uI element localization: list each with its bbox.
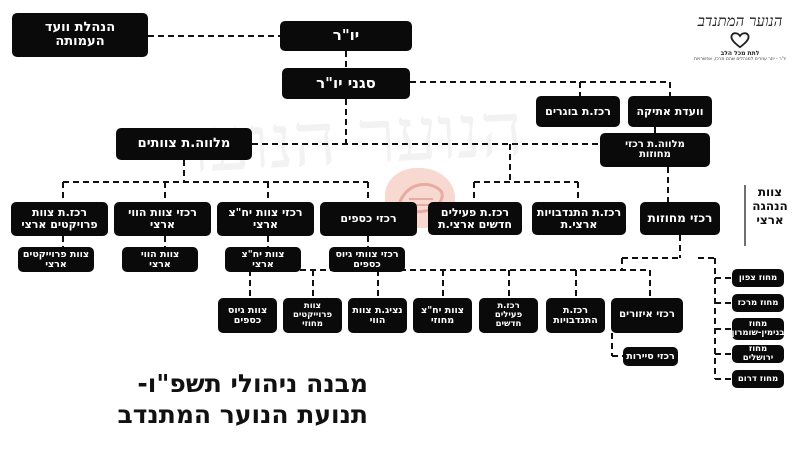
district-yahatz-team-node: צוות יח"צ מחוזי xyxy=(413,298,472,333)
national-projects-coordinator-node: רכז.ת צוות פרויקטים ארצי xyxy=(11,202,108,236)
district-north-node: מחוז צפון xyxy=(732,269,784,287)
national-howi-coordinator-node: רכזי צוות הווי ארצי xyxy=(114,202,211,236)
chair-node: יו"ר xyxy=(280,21,412,51)
national-leadership-team-label: צוות הנהגה ארצי xyxy=(752,185,788,227)
district-jerusalem-node: מחוז ירושלים xyxy=(732,345,784,363)
area-coordinators-node: רכזי איזורים xyxy=(611,298,683,333)
background-watermark: הנוער הנוער xyxy=(191,86,526,191)
page-title-line-1: מבנה ניהולי תשפ"ו- xyxy=(137,369,368,398)
national-yahatz-coordinator-node: רכזי צוות יח"צ ארצי xyxy=(217,202,314,236)
national-yahatz-team-node: צוות יח"צ ארצי xyxy=(225,247,301,272)
ethics-committee-node: וועדת אתיקה xyxy=(628,96,712,127)
logo: הנוער המתנדב לתת מכל הלב יו"ר - יוזר עוז… xyxy=(690,12,790,62)
graduates-coordinator-node: רכז.ת בוגרים xyxy=(536,96,620,127)
volunteering-coordinator-node: רכז.ת התנדבויות xyxy=(546,298,605,333)
district-coordinators-node: רכזי מחוזות xyxy=(640,202,720,235)
district-coordinators-companion-node: מלווה.ת רכזי מחוזות xyxy=(600,133,710,167)
national-howi-team-node: צוות הווי ארצי xyxy=(122,247,198,272)
page-title: מבנה ניהולי תשפ"ו- תנועת הנוער המתנדב xyxy=(8,369,368,430)
fundraising-coordinators-node: רכזי צוותי גיוס כספים xyxy=(329,247,405,272)
national-projects-team-node: צוות פרוייקטים ארצי xyxy=(18,247,94,272)
new-activists-coordinator-node: רכז.ת פעילים חדשים ארצי.ת xyxy=(428,202,522,235)
page-title-line-2: תנועת הנוער המתנדב xyxy=(117,399,368,429)
logo-subtext: יו"ר - יוזר עוזרים למנהלים שהם מרכז, אפש… xyxy=(694,57,786,62)
new-activists-district-coordinator-node: רכז.ת פעילים חדשים xyxy=(479,298,538,333)
heart-icon xyxy=(730,32,750,49)
district-center-node: מחוז מרכז xyxy=(732,294,784,312)
howi-representative-node: נציג.ת צוות הווי xyxy=(348,298,407,333)
district-projects-team-node: צוות פרוייקטים מחוזי xyxy=(283,298,342,333)
fundraising-team-node: צוות גיוס כספים xyxy=(218,298,277,333)
teams-companion-node: מלווה.ת צוותים xyxy=(116,128,252,160)
branch-coordinators-node: רכזי סיירות xyxy=(623,347,678,366)
board-node: הנהלת וועד העמותה xyxy=(12,13,148,57)
district-binyamin-shomron-node: מחוז בנימין-שומרון xyxy=(731,318,785,340)
logo-name: הנוער המתנדב xyxy=(697,12,783,30)
vice-chair-node: סגני יו"ר xyxy=(282,68,410,99)
logo-tagline: לתת מכל הלב xyxy=(720,50,760,57)
district-south-node: מחוז דרום xyxy=(732,370,784,388)
national-volunteering-coordinator-node: רכז.ת התנדבויות ארצי.ת xyxy=(532,202,626,235)
finance-coordinator-node: רכזי כספים xyxy=(320,202,417,236)
